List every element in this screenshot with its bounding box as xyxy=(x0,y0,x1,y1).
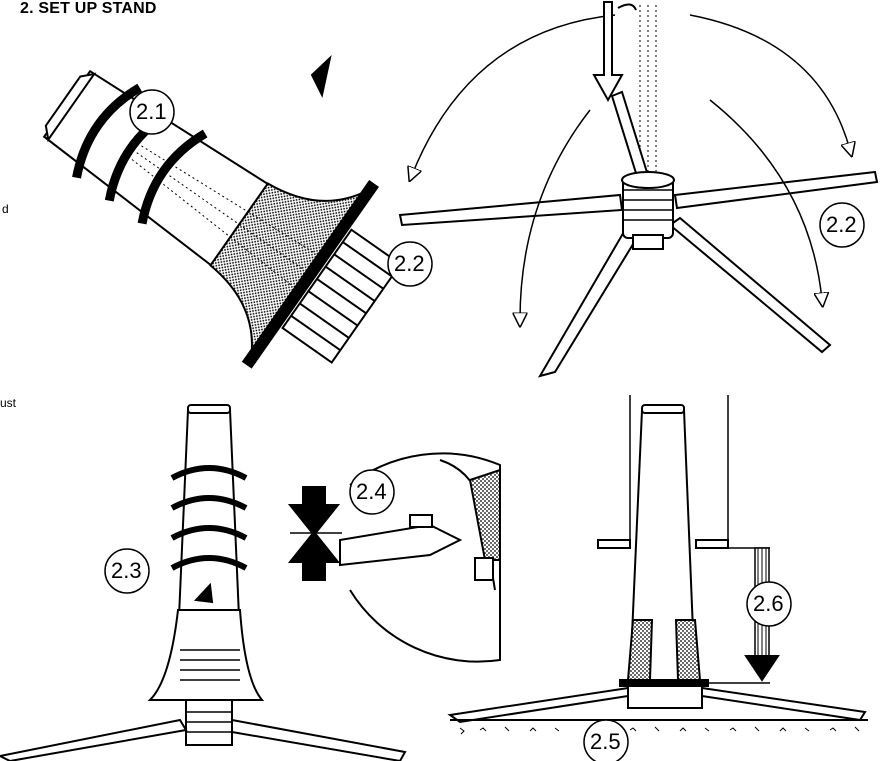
illustration-step-2-5-2-6 xyxy=(447,395,868,735)
illustration-step-2-3 xyxy=(0,404,407,761)
step-label-2-2a: 2.2 xyxy=(394,251,425,276)
cut-text-fragment-1: d xyxy=(2,202,9,216)
step-label-2-4: 2.4 xyxy=(356,479,387,504)
cut-text-fragment-2: ust xyxy=(0,396,17,410)
step-label-2-3: 2.3 xyxy=(111,558,142,583)
step-label-2-1-badge xyxy=(129,89,175,135)
illustration-step-2-4 xyxy=(287,452,501,663)
step-label-2-5: 2.5 xyxy=(590,729,621,754)
step-label-2-4-badge xyxy=(349,469,395,515)
step-label-2-6: 2.6 xyxy=(753,591,784,616)
illustration-step-2-1 xyxy=(42,55,402,369)
illustration-step-2-2 xyxy=(398,1,879,378)
step-label-2-1: 2.1 xyxy=(136,99,167,124)
step-label-2-6-badge xyxy=(746,581,792,627)
step-label-2-5-badge xyxy=(583,719,629,761)
step-label-2-2b-badge xyxy=(819,202,865,248)
step-label-2-2a-badge xyxy=(387,241,433,287)
step-label-2-2b: 2.2 xyxy=(826,212,857,237)
section-title: 2. SET UP STAND xyxy=(20,0,157,17)
step-label-2-3-badge xyxy=(104,548,150,594)
